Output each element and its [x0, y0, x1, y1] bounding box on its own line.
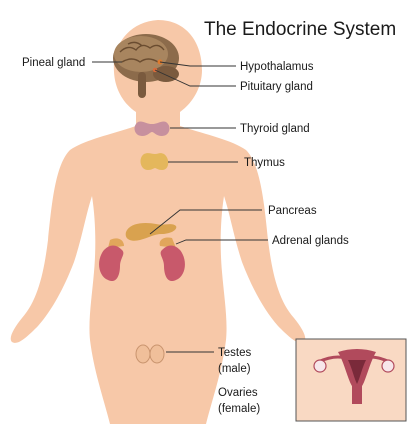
label-adrenal-glands: Adrenal glands [272, 235, 349, 247]
testes [135, 344, 165, 364]
label-hypothalamus: Hypothalamus [240, 61, 314, 73]
label-pituitary-gland: Pituitary gland [240, 81, 313, 93]
thyroid-gland [134, 121, 170, 136]
diagram-title: The Endocrine System [204, 19, 396, 40]
label-pancreas: Pancreas [268, 205, 317, 217]
label-thymus: Thymus [244, 157, 285, 169]
label-pineal-gland: Pineal gland [22, 57, 85, 69]
ovaries-inset [295, 338, 407, 422]
adrenal-kidneys [99, 237, 185, 282]
label-testes-note: (male) [218, 363, 251, 375]
leader-lines [92, 61, 268, 353]
label-thyroid-gland: Thyroid gland [240, 123, 310, 135]
body-silhouette [10, 20, 306, 424]
brain [113, 34, 179, 98]
label-ovaries-note: (female) [218, 403, 260, 415]
thymus [140, 153, 169, 170]
label-ovaries: Ovaries [218, 387, 258, 399]
label-testes: Testes [218, 347, 251, 359]
pancreas [125, 222, 177, 241]
